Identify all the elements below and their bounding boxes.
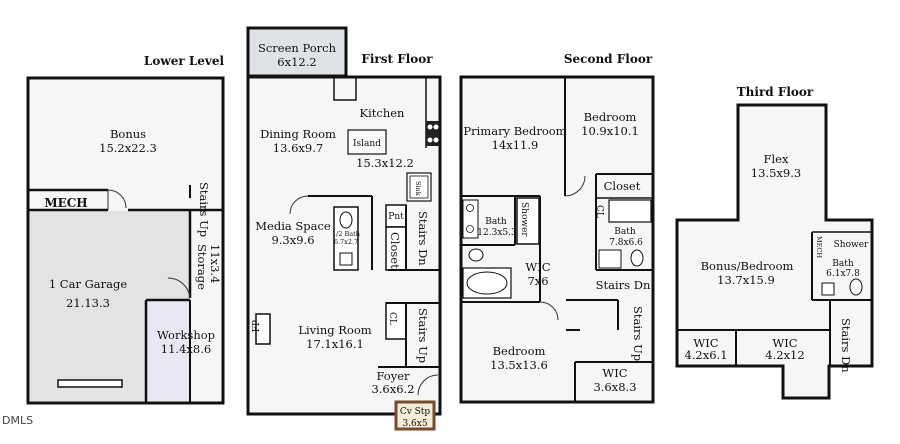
- lower-storage-name: Storage: [195, 244, 209, 290]
- wic2-dim: 3.6x8.3: [593, 380, 636, 394]
- third-wic2-dim: 4.2x12: [765, 348, 804, 362]
- bath1-name: Bath: [485, 217, 507, 227]
- third-bath-dim: 6.1x7.8: [826, 269, 860, 279]
- screen-porch-name: Screen Porch: [258, 41, 337, 55]
- workshop-name: Workshop: [157, 328, 215, 342]
- third-mech-label: MECH: [815, 236, 823, 258]
- cv-stp-dim: 3.6x5: [402, 419, 427, 429]
- second-cl-label: CL: [594, 205, 604, 218]
- fp-label: FP: [252, 320, 262, 332]
- bedroom1-name: Bedroom: [584, 110, 637, 124]
- second-stairs-dn-label: Stairs Dn: [596, 278, 651, 292]
- garage-dim: 21.13.3: [66, 296, 110, 310]
- dining-name: Dining Room: [260, 127, 336, 141]
- second-floor-plan: [459, 75, 655, 404]
- kitchen-island: [347, 129, 387, 155]
- half-bath-name: 1/2 Bath: [332, 230, 360, 238]
- second-stairs-up-label: Stairs Up: [631, 306, 645, 361]
- third-floor-plan: [675, 103, 874, 400]
- bonus-bedroom-name: Bonus/Bedroom: [701, 259, 794, 273]
- living-dim: 17.1x16.1: [306, 337, 364, 351]
- island-label: Island: [353, 139, 381, 149]
- sink-label: Sink: [414, 181, 422, 196]
- foyer-name: Foyer: [376, 369, 410, 383]
- media-name: Media Space: [255, 219, 331, 233]
- bedroom2-dim: 13.5x13.6: [490, 358, 548, 372]
- first-stairs-dn-label: Stairs Dn: [416, 211, 430, 266]
- wic2-name: WIC: [602, 366, 627, 380]
- living-name: Living Room: [298, 323, 371, 337]
- sink-icon: [406, 172, 432, 202]
- third-wic2-name: WIC: [772, 336, 797, 350]
- lower-level-title: Lower Level: [144, 54, 225, 68]
- first-floor-plan: [246, 26, 442, 431]
- lower-level-plan: [26, 76, 225, 405]
- fireplace: [255, 313, 271, 345]
- foyer-dim: 3.6x6.2: [371, 382, 414, 396]
- first-stairs-up-label: Stairs Up: [416, 308, 430, 363]
- third-bath-name: Bath: [832, 259, 854, 269]
- pantry-label: Pnt: [388, 212, 404, 222]
- bath2-dim: 7.8x6.6: [609, 238, 643, 248]
- kitchen-name: Kitchen: [360, 106, 406, 120]
- cv-stp-name: Cv Stp: [400, 407, 431, 417]
- cv-stp: [394, 400, 436, 431]
- second-floor-title: Second Floor: [564, 52, 653, 66]
- third-floor-title: Third Floor: [737, 85, 814, 99]
- screen-porch-dim: 6x12.2: [277, 55, 316, 69]
- bedroom2-name: Bedroom: [493, 344, 546, 358]
- lower-bonus-name: Bonus: [110, 127, 146, 141]
- watermark: DMLS: [2, 414, 34, 427]
- bonus-bedroom-dim: 13.7x15.9: [717, 273, 775, 287]
- third-wic1-name: WIC: [693, 336, 718, 350]
- half-bath-dim: 6.7x2.7: [334, 238, 358, 246]
- primary-bedroom-dim: 14x11.9: [492, 138, 539, 152]
- lower-stairs-up-label: Stairs Up: [197, 182, 211, 237]
- first-floor-title: First Floor: [361, 52, 433, 66]
- third-shower-label: Shower: [834, 240, 869, 250]
- workshop-dim: 11.4x8.6: [161, 342, 211, 356]
- kitchen-dim: 15.3x12.2: [356, 156, 414, 170]
- third-stairs-dn-label: Stairs Dn: [839, 318, 853, 373]
- primary-bedroom-name: Primary Bedroom: [463, 124, 566, 138]
- media-dim: 9.3x9.6: [271, 233, 314, 247]
- first-cl-label: CL: [387, 312, 397, 325]
- lower-bonus-dim: 15.2x22.3: [99, 141, 157, 155]
- lower-storage-dim: 11x3.4: [208, 244, 222, 283]
- screen-porch: [246, 26, 348, 78]
- dining-dim: 13.6x9.7: [273, 141, 323, 155]
- wic1-name: WIC: [525, 260, 550, 274]
- flex-name: Flex: [764, 152, 789, 166]
- garage-name: 1 Car Garage: [49, 277, 128, 291]
- bedroom1-dim: 10.9x10.1: [581, 124, 639, 138]
- third-wic1-dim: 4.2x6.1: [684, 348, 727, 362]
- second-closet-label: Closet: [604, 179, 641, 193]
- second-shower-label: Shower: [519, 202, 529, 237]
- bath1-dim: 12.3x5.3: [477, 228, 517, 238]
- lower-mech-label: MECH: [44, 196, 87, 210]
- bath2-name: Bath: [614, 227, 636, 237]
- first-closet-label: Closet: [388, 232, 402, 269]
- flex-dim: 13.5x9.3: [751, 166, 801, 180]
- wic1-dim: 7x6: [527, 274, 548, 288]
